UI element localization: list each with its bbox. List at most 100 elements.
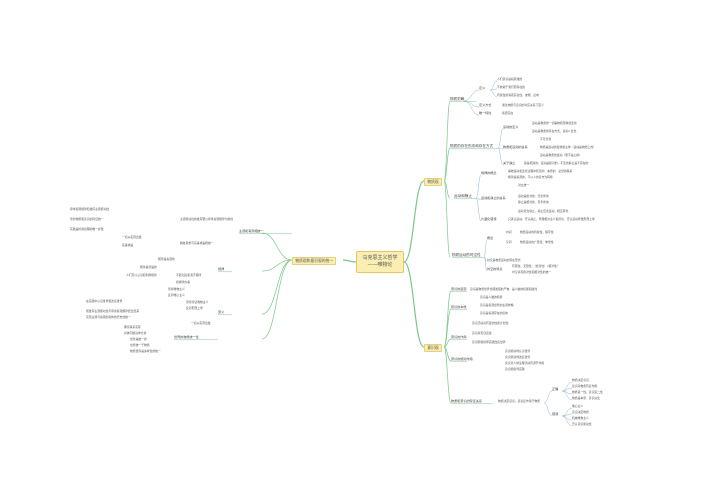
leaf: 具体问题具体分析 — [124, 331, 147, 335]
leaf: 把发挥主观能动性与尊重客观规律结合起来 — [86, 309, 140, 313]
leaf: 意识决定物质 — [572, 410, 589, 414]
leaf: 物质是运动的载体和主体（运动是物质上的） — [540, 145, 596, 149]
leaf: 物质决定意识 — [572, 378, 589, 382]
node-world-unity[interactable]: 世界的物质统一性 — [174, 335, 199, 339]
connector — [443, 346, 452, 404]
connector — [443, 147, 451, 182]
leaf: 解放思想与实事求是相统一 — [180, 241, 214, 245]
node-relation-mc[interactable]: 物质和意识的辩证关系 — [451, 399, 482, 403]
root-subtitle: ——唯物论 — [367, 262, 393, 268]
leaf: 意识对人体生理活动有调节作用 — [505, 361, 545, 365]
leaf: 有属性的客观实在性，类规，反映 — [497, 93, 539, 97]
node-function[interactable]: 意识的作用 — [451, 335, 467, 339]
leaf: 时间 — [506, 230, 512, 234]
leaf: 意识能动地改造世界 — [505, 355, 531, 359]
node-subjective-objective[interactable]: 主观和客观相统一 — [239, 229, 264, 233]
connector — [489, 80, 498, 91]
leaf: 意识具有创造性 — [472, 331, 492, 335]
leaf: 实事求是 — [122, 243, 134, 247]
node-correct[interactable]: 正确 — [552, 387, 559, 391]
leaf: 意识能够指导实践改造世界 — [472, 340, 506, 344]
node-st-concept[interactable]: 概念 — [487, 236, 494, 240]
connector — [475, 197, 482, 201]
leaf: 人们意识是指思维的 — [497, 77, 523, 81]
connector — [403, 180, 425, 263]
node-definition[interactable]: 定义 — [479, 86, 486, 90]
leaf: 意识是客观世界的主观映像 — [480, 303, 514, 307]
node-matter-concept[interactable]: 物质范畴 — [450, 97, 465, 101]
branch-consciousness[interactable]: 意识观 — [424, 344, 442, 353]
connector — [497, 147, 504, 166]
leaf: 运动是物质的运动（而不是心的） — [540, 153, 582, 157]
leaf: 物质运动的广延性，伸张性 — [520, 240, 554, 244]
leaf: 只承认运动，否认静止，导致相对主义诡辩论，否认运动导致形而上学 — [508, 217, 595, 221]
leaf: 意识活动具有目的性和计划性 — [472, 321, 509, 325]
leaf: 静止是相对的、有条件的 — [518, 200, 549, 204]
node-dynamic[interactable]: 意识的能动作用 — [451, 357, 473, 361]
node-significance[interactable]: 意义 — [218, 310, 225, 314]
leaf: 实践是检验真理的唯一标准 — [70, 227, 104, 231]
leaf: 运动包含静止，静止包含运动，相互转化 — [518, 209, 569, 213]
node-existence[interactable]: 物质的存在形态和存在方式 — [450, 144, 494, 148]
root-topic[interactable]: 马克思主义哲学 ——唯物论 — [356, 251, 404, 273]
connector — [443, 290, 452, 348]
leaf: 坚持物质和意识的辩证统一 — [70, 217, 104, 221]
connector — [483, 256, 488, 272]
node-motion-relation[interactable]: 物质和运动的关系 — [503, 145, 528, 149]
connector — [561, 413, 573, 417]
leaf: 不依赖于我们而存在的 — [497, 85, 525, 89]
leaf: 物质决定意识，意识反作用于物质 — [498, 399, 540, 403]
leaf: 规律是客观的，不以人的意志为转移 — [508, 175, 553, 179]
connector — [543, 402, 553, 417]
connector — [497, 147, 504, 150]
node-essence[interactable]: 意识的本质 — [451, 305, 467, 309]
node-motion-stillness[interactable]: 运动和静止 — [454, 194, 472, 198]
connector — [497, 128, 504, 149]
node-unique[interactable]: 唯一特性 — [479, 111, 492, 115]
leaf: 一切从实际出发 — [122, 235, 142, 239]
connector — [342, 259, 357, 263]
leaf: 机械唯物主义 — [572, 416, 589, 420]
leaf: 实现主观与客观的具体的历史的统一 — [86, 315, 131, 319]
leaf: 规律是普遍的 — [140, 265, 157, 269]
leaf: 主观能动性的发挥要以尊重客观规律为前提 — [180, 217, 234, 221]
branch-matter[interactable]: 物质观 — [424, 178, 442, 187]
node-rule[interactable]: 规律 — [218, 267, 225, 271]
node-st-nature[interactable]: 时空的特点 — [487, 267, 503, 271]
leaf: 尊重客观规律和发挥主观能动性 — [70, 207, 110, 211]
node-relation[interactable]: 运动和静止的关系 — [481, 196, 506, 200]
leaf: 意识对物质有反作用 — [572, 384, 598, 388]
connector — [443, 180, 451, 199]
connector — [443, 100, 451, 182]
leaf: 运动是绝对的、无条件的 — [518, 194, 549, 198]
branch-unity[interactable]: 物质观和意识观的统一 — [292, 257, 337, 266]
node-origin[interactable]: 意识的起源 — [451, 287, 467, 291]
leaf: 反对形而上学 — [186, 306, 203, 310]
node-law[interactable]: 规律的概念 — [481, 171, 497, 175]
connector — [483, 239, 488, 258]
node-stillness[interactable]: 关于静止 — [503, 161, 516, 165]
leaf: 事物运动和变化过程中稳定的、本质的、必然的联系 — [508, 169, 573, 173]
node-spacetime[interactable]: 物质运动的时空性 — [452, 253, 481, 257]
connector — [543, 390, 553, 404]
leaf: 意识是人脑的机能 — [480, 295, 503, 299]
leaf: 意识能指导实践 — [505, 367, 525, 371]
node-method[interactable]: 定义方式 — [479, 103, 492, 107]
node-mistake[interactable]: 片面化错误 — [481, 217, 497, 221]
leaf: 时空是物质运动的存在形式 — [487, 258, 521, 262]
connector — [443, 346, 452, 362]
leaf: 意识是客观存在的反映 — [480, 311, 508, 315]
leaf: 空间 — [506, 240, 512, 244]
leaf: 在实践中认识世界和改造世界 — [86, 299, 123, 303]
leaf: 物质是本原，意识派生 — [572, 396, 600, 400]
connector — [561, 415, 573, 427]
node-wrong[interactable]: 错误 — [552, 412, 559, 416]
leaf: 时空具有绝对性和相对性的统一 — [512, 270, 552, 274]
leaf: 不能创造和消灭规律 — [176, 273, 202, 277]
connector — [443, 180, 451, 258]
leaf: 唯心主义 — [572, 404, 584, 408]
node-motion-def[interactable]: 运动的定义 — [503, 125, 519, 129]
connector — [261, 259, 293, 340]
